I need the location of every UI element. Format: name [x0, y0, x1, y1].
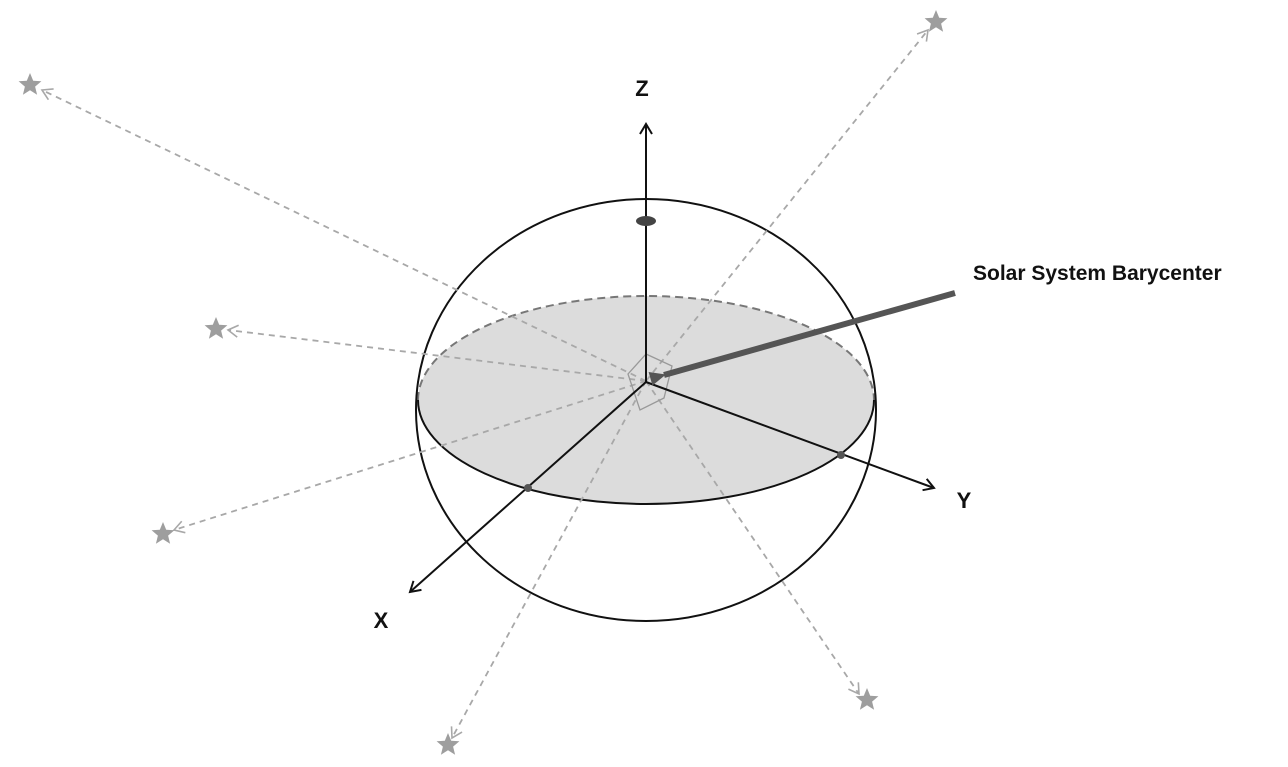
equatorial-plane-front-edge — [417, 399, 875, 505]
star-icon — [18, 73, 42, 95]
star-ray-upper-right — [645, 28, 929, 382]
y-axis-label: Y — [957, 488, 972, 513]
equatorial-plane-back-edge — [417, 295, 875, 401]
star-icon — [436, 733, 460, 755]
pole-marker-icon — [636, 216, 656, 226]
star-icon — [855, 688, 879, 710]
star-ray-lower-right — [645, 380, 860, 696]
star-ray-bottom — [450, 380, 647, 740]
barycenter-label: Solar System Barycenter — [973, 262, 1222, 285]
star-icon — [151, 522, 175, 544]
star-icon — [204, 317, 228, 339]
star-ray-lower-left — [172, 380, 647, 534]
barycenter-callout-arrow — [648, 290, 956, 386]
z-axis-label: Z — [635, 76, 648, 101]
star-ray-left — [226, 324, 647, 382]
star-icon — [924, 10, 948, 32]
barycenter-box — [627, 353, 673, 411]
star-rays — [40, 28, 929, 740]
y-axis-plane-intersection — [837, 451, 845, 459]
x-axis-label: X — [374, 608, 389, 633]
x-axis-plane-intersection — [524, 484, 532, 492]
y-axis — [645, 381, 936, 492]
star-ray-upper-left — [40, 88, 647, 382]
